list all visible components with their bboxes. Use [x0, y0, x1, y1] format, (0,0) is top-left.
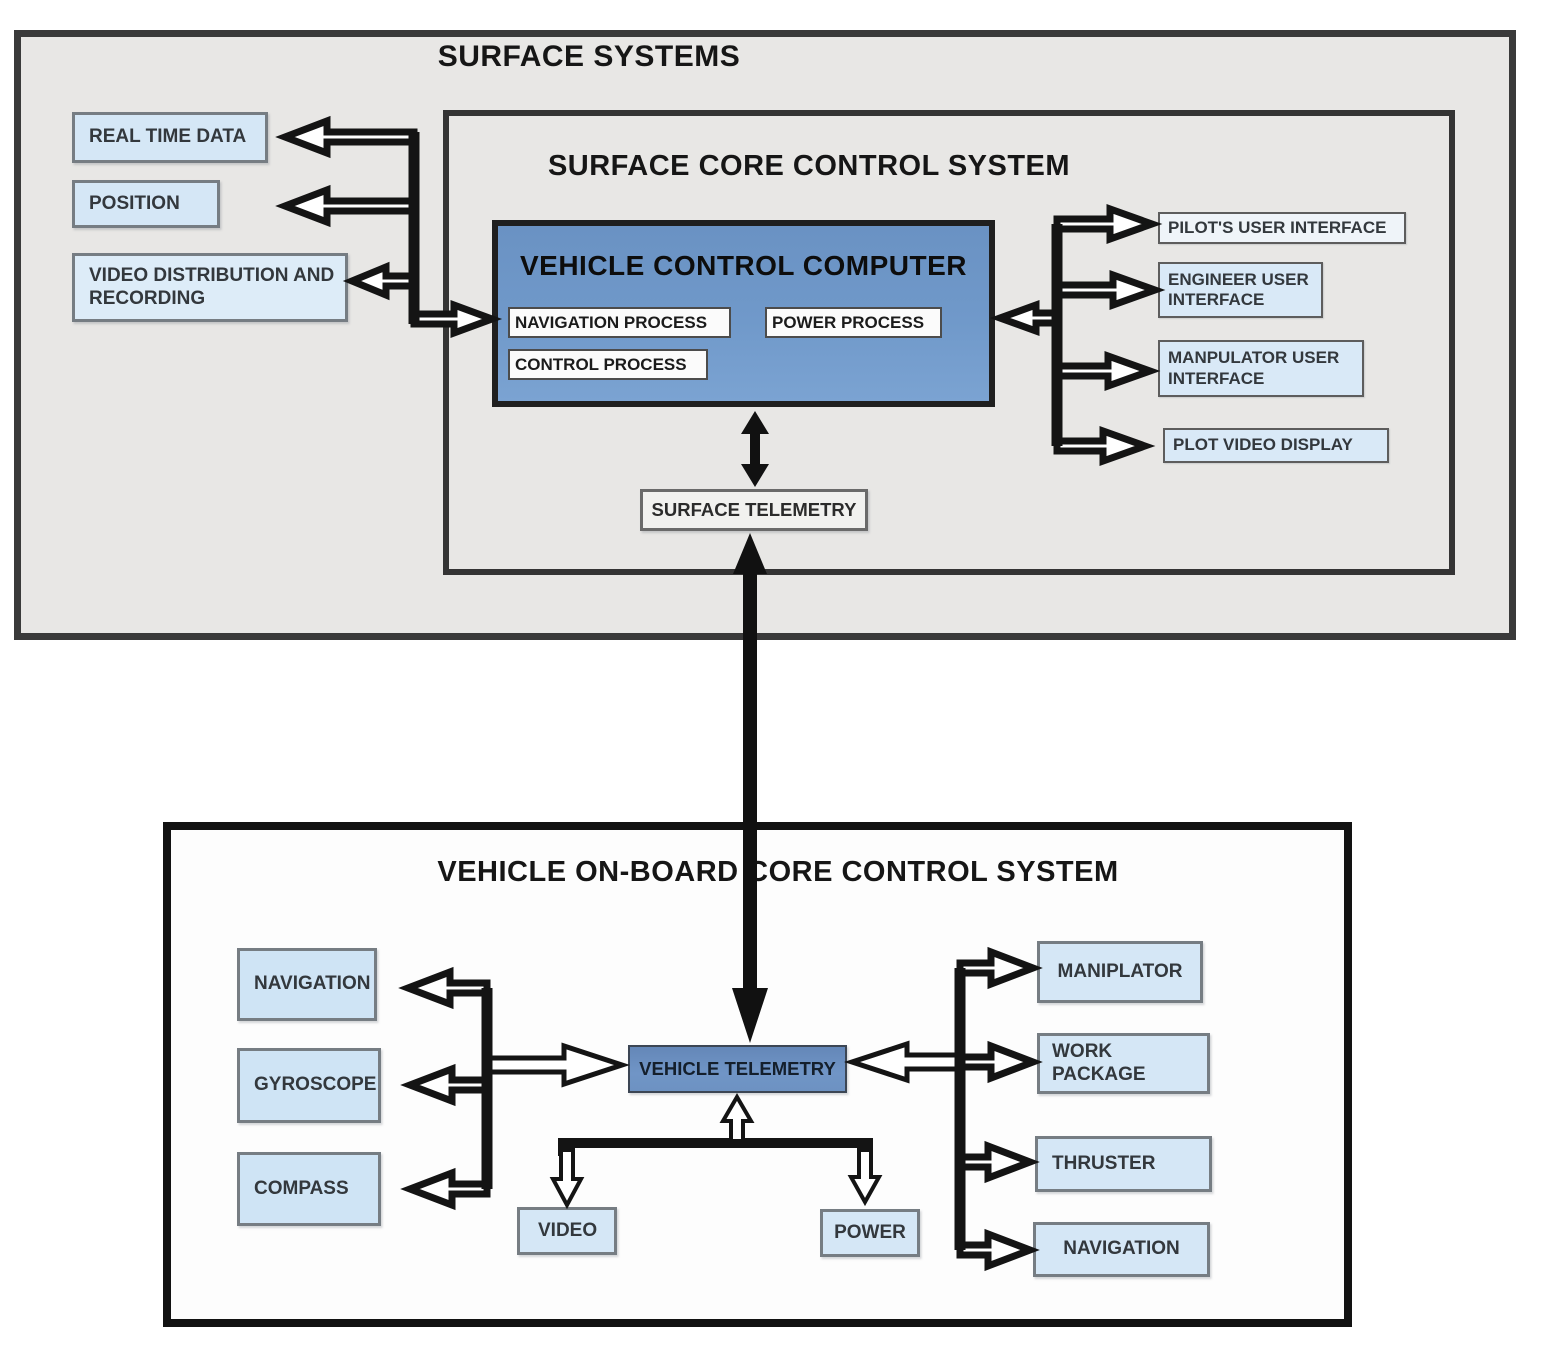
work-package-box: WORK PACKAGE — [1037, 1033, 1210, 1094]
plot-video-display-box: PLOT VIDEO DISPLAY — [1163, 428, 1389, 463]
surface-core-title: SURFACE CORE CONTROL SYSTEM — [547, 150, 1071, 182]
pilots-user-interface-box: PILOT'S USER INTERFACE — [1158, 212, 1406, 244]
vehicle-onboard-title: VEHICLE ON-BOARD CORE CONTROL SYSTEM — [437, 856, 1119, 888]
video-distribution-box: VIDEO DISTRIBUTION AND RECORDING — [72, 253, 348, 322]
real-time-data-box: REAL TIME DATA — [72, 112, 268, 163]
surface-core-control-panel — [443, 110, 1455, 575]
manipulator-user-interface-box: MANPULATOR USER INTERFACE — [1158, 340, 1364, 397]
engineer-user-interface-box: ENGINEER USER INTERFACE — [1158, 262, 1323, 318]
vehicle-control-computer-title: VEHICLE CONTROL COMPUTER — [519, 250, 968, 281]
gyroscope-box: GYROSCOPE — [237, 1048, 381, 1123]
navigation-actuator-box: NAVIGATION — [1033, 1222, 1210, 1277]
thruster-box: THRUSTER — [1035, 1136, 1212, 1192]
surface-telemetry-box: SURFACE TELEMETRY — [640, 489, 868, 531]
vehicle-telemetry-box: VEHICLE TELEMETRY — [628, 1045, 847, 1093]
surface-systems-title: SURFACE SYSTEMS — [437, 40, 741, 73]
power-box: POWER — [820, 1209, 920, 1257]
compass-box: COMPASS — [237, 1152, 381, 1226]
navigation-process-box: NAVIGATION PROCESS — [508, 307, 731, 338]
position-box: POSITION — [72, 180, 220, 228]
navigation-sensor-box: NAVIGATION — [237, 948, 377, 1021]
control-process-box: CONTROL PROCESS — [508, 349, 708, 380]
power-process-box: POWER PROCESS — [765, 307, 942, 338]
video-box: VIDEO — [517, 1207, 617, 1255]
manipulator-box: MANIPLATOR — [1037, 941, 1203, 1003]
